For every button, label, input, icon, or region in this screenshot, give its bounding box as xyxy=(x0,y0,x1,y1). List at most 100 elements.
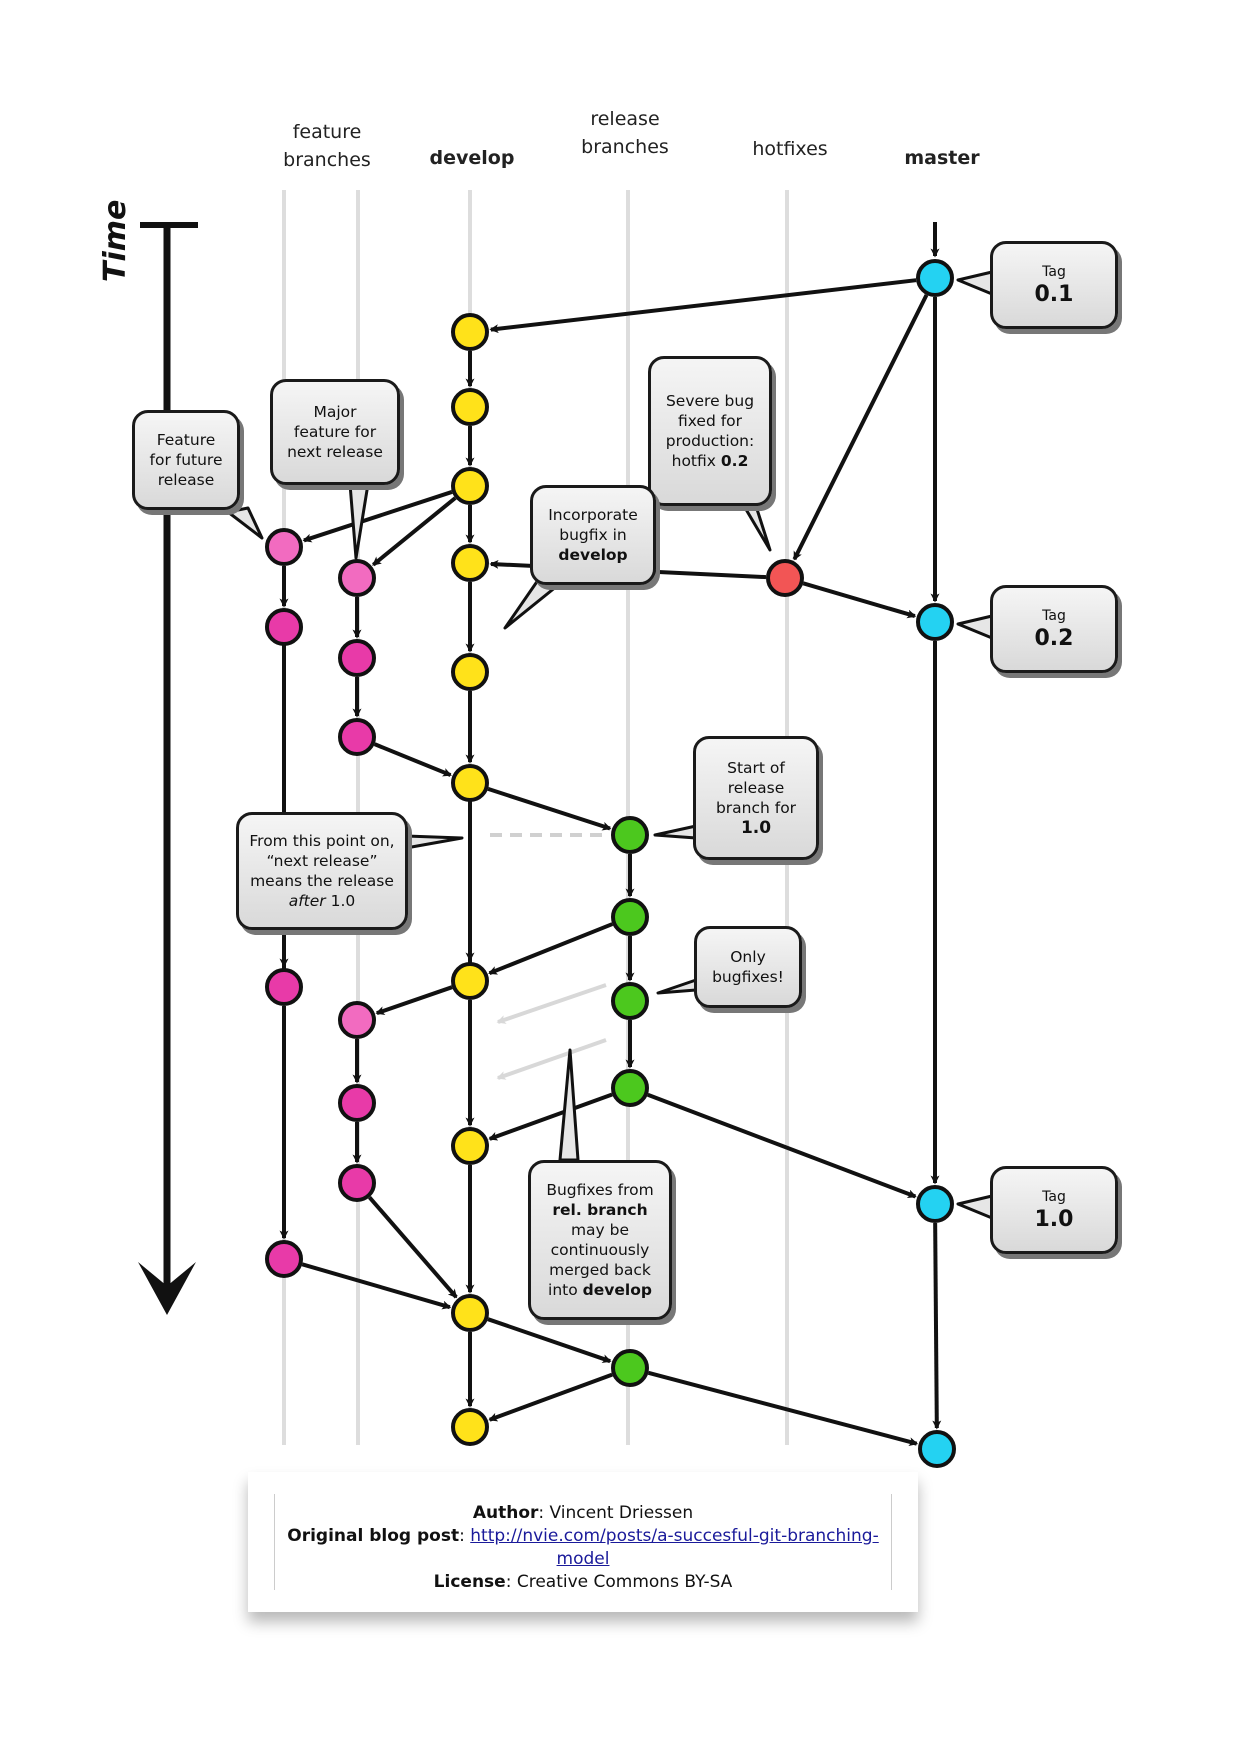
lane-label-hotfixes: hotfixes xyxy=(752,138,828,160)
tail-bugfixes xyxy=(558,1048,580,1162)
tag-1-0: Tag 1.0 xyxy=(990,1166,1118,1254)
lane-label-feature-branches: feature branches xyxy=(283,121,371,171)
credits-license: License: Creative Commons BY-SA xyxy=(433,1572,733,1592)
commit-develop-d5 xyxy=(451,653,489,691)
edge-r5-d10 xyxy=(488,1372,613,1422)
tail-feature-future xyxy=(226,506,264,540)
tail-tag-1-0 xyxy=(956,1194,994,1220)
callout-bugfixes-text-3: may be continuously merged back into dev… xyxy=(548,1221,652,1299)
commit-develop-d2 xyxy=(451,388,489,426)
commit-feature-fb3 xyxy=(338,718,376,756)
commit-develop-d3 xyxy=(451,467,489,505)
commit-release-r5 xyxy=(611,1349,649,1387)
commit-master-m1 xyxy=(916,259,954,297)
edge-m1-d1 xyxy=(489,278,917,334)
credits-card: Author: Vincent Driessen Original blog p… xyxy=(248,1472,918,1612)
commit-featureLight-fb4 xyxy=(338,1001,376,1039)
edge-fb6-d9 xyxy=(367,1196,458,1299)
time-axis-label: Time xyxy=(98,199,133,282)
commit-develop-d4 xyxy=(451,544,489,582)
tail-severe-bug xyxy=(742,504,772,552)
blog-post-link[interactable]: http://nvie.com/posts/a-succesful-git-br… xyxy=(470,1526,879,1569)
tag-version: 1.0 xyxy=(1034,1207,1074,1232)
callout-feature-future-text: Feature for future release xyxy=(149,431,223,489)
callout-feature-future-release: Feature for future release xyxy=(132,410,240,510)
tail-next-release xyxy=(404,834,464,850)
edge-m1-h1 xyxy=(792,294,929,561)
edge-d7-fb4 xyxy=(375,985,453,1016)
edge-fa4-d9 xyxy=(301,1262,452,1310)
callout-severe-bug: Severe bug fixed for production: hotfix … xyxy=(648,356,772,506)
edge-r5-m4 xyxy=(647,1370,919,1447)
callout-next-release-note: From this point on, “next release” means… xyxy=(236,812,408,930)
commit-develop-d9 xyxy=(451,1294,489,1332)
lane-label-master: master xyxy=(904,147,980,169)
callout-major-feature: Major feature for next release xyxy=(270,379,400,485)
credits-author: Author: Vincent Driessen xyxy=(472,1503,694,1523)
commit-feature-fb2 xyxy=(338,639,376,677)
callout-incorporate-bugfix: Incorporate bugfix in develop xyxy=(530,485,656,585)
hint-arrow-1 xyxy=(496,983,607,1024)
tail-start-release xyxy=(653,824,698,840)
lane-label-release-branches: release branches xyxy=(581,108,669,158)
edge-d3-fb1 xyxy=(372,496,457,567)
tail-only-bugfixes xyxy=(656,978,698,995)
commit-release-r2 xyxy=(611,898,649,936)
commit-feature-fa2 xyxy=(265,608,303,646)
callout-only-bugfixes: Only bugfixes! xyxy=(694,926,802,1008)
edge-r2-d7 xyxy=(488,922,614,976)
time-axis-arrowhead xyxy=(138,1262,196,1315)
tail-tag-0-2 xyxy=(956,614,994,640)
tag-0-2: Tag 0.2 xyxy=(990,585,1118,673)
commit-release-r4 xyxy=(611,1069,649,1107)
commit-feature-fa3 xyxy=(265,968,303,1006)
tag-version: 0.1 xyxy=(1034,282,1074,307)
edge-d6-r1 xyxy=(487,786,612,831)
commit-master-m4 xyxy=(918,1430,956,1468)
tag-0-1: Tag 0.1 xyxy=(990,241,1118,329)
callout-major-feature-text: Major feature for next release xyxy=(287,403,383,461)
commit-featureLight-fa1 xyxy=(265,528,303,566)
lane-label-develop: develop xyxy=(429,147,515,169)
callout-severe-bug-text: Severe bug fixed for production: hotfix … xyxy=(665,392,755,470)
commit-feature-fa4 xyxy=(265,1240,303,1278)
commit-release-r1 xyxy=(611,816,649,854)
edge-h1-m2 xyxy=(802,581,917,619)
credits-blog: Original blog post: http://nvie.com/post… xyxy=(287,1526,879,1569)
callout-start-release-branch: Start of release branch for 1.0 xyxy=(693,736,819,860)
commit-feature-fb6 xyxy=(338,1164,376,1202)
commit-hotfix-h1 xyxy=(766,559,804,597)
edge-d3-fa1 xyxy=(302,490,453,543)
commit-feature-fb5 xyxy=(338,1084,376,1122)
callout-bugfixes-text-1: Bugfixes from xyxy=(546,1181,654,1199)
commit-develop-d8 xyxy=(451,1127,489,1165)
tag-label: Tag xyxy=(1042,608,1066,624)
tag-label: Tag xyxy=(1042,264,1066,280)
callout-start-release-version: 1.0 xyxy=(740,818,772,838)
edge-d9-r5 xyxy=(487,1317,612,1364)
callout-only-bugfixes-text: Only bugfixes! xyxy=(712,948,784,986)
hint-arrow-2 xyxy=(496,1038,607,1080)
edge-m3-m4 xyxy=(932,1222,942,1430)
commit-master-m3 xyxy=(916,1185,954,1223)
tag-label: Tag xyxy=(1042,1189,1066,1205)
callout-start-release-text: Start of release branch for xyxy=(715,759,797,817)
callout-bugfixes-merged-back: Bugfixes from rel. branch may be continu… xyxy=(528,1160,672,1320)
commit-release-r3 xyxy=(611,982,649,1020)
commit-develop-d6 xyxy=(451,764,489,802)
edge-fb3-d6 xyxy=(373,742,452,777)
tag-version: 0.2 xyxy=(1034,626,1074,651)
callout-incorporate-text: Incorporate bugfix in xyxy=(548,506,638,544)
callout-next-release-text: From this point on, “next release” means… xyxy=(249,832,395,890)
commit-develop-d1 xyxy=(451,313,489,351)
edge-r4-m3 xyxy=(647,1092,917,1199)
callout-bugfixes-text-2: rel. branch xyxy=(552,1201,648,1219)
credits-inner: Author: Vincent Driessen Original blog p… xyxy=(274,1494,892,1592)
hotfix-version: 0.2 xyxy=(720,452,749,470)
commit-develop-d7 xyxy=(451,962,489,1000)
commit-develop-d10 xyxy=(451,1408,489,1446)
edge-r4-d8 xyxy=(488,1092,613,1141)
commit-featureLight-fb1 xyxy=(338,559,376,597)
